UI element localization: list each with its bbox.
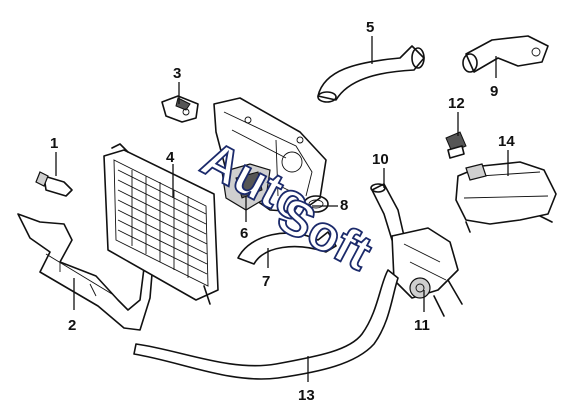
leader-lines	[55, 36, 509, 382]
callout-14: 14	[498, 133, 515, 150]
callout-13: 13	[298, 387, 315, 404]
part-sensor	[35, 171, 73, 197]
callout-10: 10	[372, 151, 389, 168]
part-thermostat	[221, 163, 271, 211]
callout-8: 8	[340, 197, 348, 214]
part-hose-13	[133, 269, 399, 380]
callout-1: 1	[50, 135, 58, 152]
callout-9: 9	[490, 83, 498, 100]
callout-7: 7	[262, 273, 270, 290]
callout-11: 11	[414, 317, 430, 334]
part-mount	[161, 95, 199, 123]
callout-3: 3	[173, 65, 181, 82]
part-tank	[455, 161, 557, 233]
part-cap	[445, 131, 467, 159]
callout-2: 2	[68, 317, 76, 334]
part-hose-7	[237, 231, 337, 265]
callouts: 1 2 3 4 5 6 7 8 9 10 11 12 13 14	[50, 19, 515, 404]
part-hose-5	[317, 45, 425, 103]
callout-4: 4	[166, 149, 175, 166]
callout-6: 6	[240, 225, 248, 242]
part-radiator	[103, 143, 219, 305]
callout-12: 12	[448, 95, 465, 112]
part-clip	[303, 195, 329, 213]
part-elbow	[462, 35, 549, 73]
part-valve	[391, 227, 463, 317]
callout-5: 5	[366, 19, 374, 36]
